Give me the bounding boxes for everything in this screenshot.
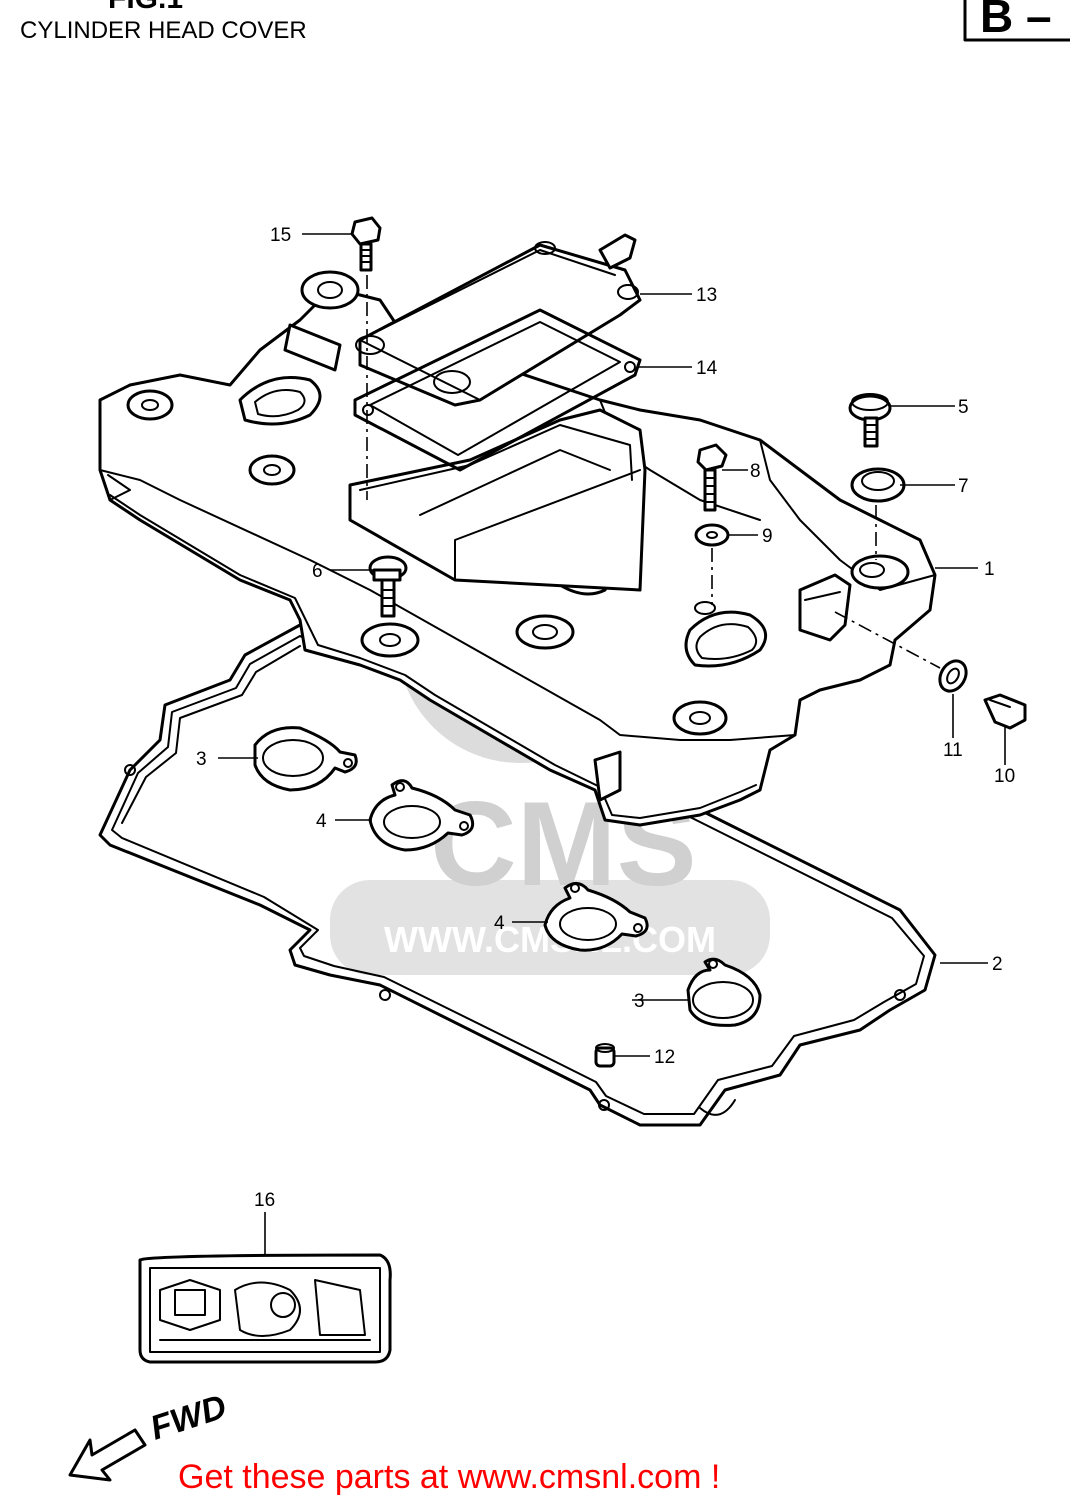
- callout-1: 1: [984, 559, 995, 580]
- callout-11: 11: [943, 740, 963, 761]
- part-4-gasket-left[interactable]: [368, 779, 475, 852]
- part-14-breather-gasket[interactable]: [353, 308, 642, 472]
- part-7-grommet[interactable]: [850, 467, 906, 560]
- part-16-gasket-set[interactable]: [138, 1253, 392, 1364]
- callout-13: 13: [696, 285, 717, 306]
- callout-7: 7: [958, 476, 969, 497]
- callout-8: 8: [750, 461, 761, 482]
- part-15-bolt[interactable]: [350, 216, 382, 500]
- callout-numbers: 1 2 3 3 4 4 5 6 7 8 9 10 11 12 13 14 15 …: [196, 225, 1015, 1211]
- part-3-plug-seal-right[interactable]: [686, 957, 762, 1027]
- callout-2: 2: [992, 954, 1003, 975]
- part-4-gasket-right[interactable]: [543, 882, 649, 952]
- figure-label: FIG.1: [108, 0, 183, 15]
- callout-4-upper: 4: [316, 811, 327, 832]
- callout-9: 9: [762, 526, 773, 547]
- callout-10: 10: [994, 766, 1015, 787]
- part-10-plug[interactable]: [983, 693, 1027, 730]
- callout-12: 12: [654, 1047, 675, 1068]
- footer-link[interactable]: Get these parts at www.cmsnl.com !: [178, 1458, 720, 1496]
- part-6-bolt[interactable]: [368, 555, 408, 618]
- figure-title: CYLINDER HEAD COVER: [20, 17, 307, 44]
- part-3-plug-seal-left[interactable]: [253, 726, 358, 792]
- part-5-bolt[interactable]: [848, 393, 892, 448]
- part-2-head-cover-gasket[interactable]: [98, 623, 937, 1127]
- callout-15: 15: [270, 225, 291, 246]
- forward-direction-label: FWD: [146, 1388, 231, 1448]
- forward-direction-arrow-icon: [68, 1428, 147, 1482]
- callout-6: 6: [312, 561, 323, 582]
- callout-3-lower: 3: [634, 991, 645, 1012]
- reference-box-label: B –: [980, 0, 1052, 42]
- reference-box: B –: [963, 0, 1070, 42]
- part-8-bolt[interactable]: [696, 443, 728, 512]
- callout-16: 16: [254, 1190, 275, 1211]
- part-1-cylinder-head-cover[interactable]: [98, 270, 937, 827]
- callout-leaders: [218, 233, 1006, 1255]
- callout-5: 5: [958, 397, 969, 418]
- callout-14: 14: [696, 358, 718, 379]
- callout-3-upper: 3: [196, 749, 207, 770]
- part-12-dowel-pin[interactable]: [594, 1043, 616, 1068]
- callout-4-lower: 4: [494, 913, 505, 934]
- part-11-washer[interactable]: [834, 611, 971, 696]
